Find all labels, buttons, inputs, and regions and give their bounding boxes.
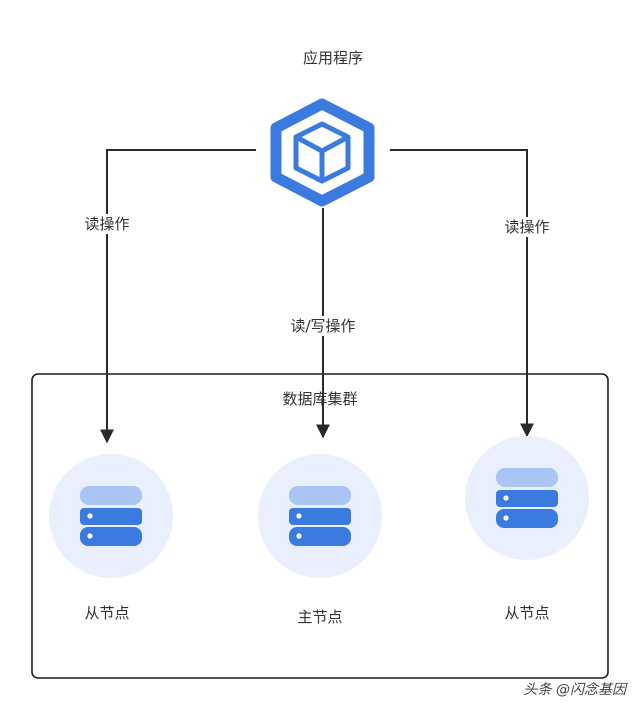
- slave-node-left: [49, 454, 173, 578]
- center-edge-label: 读/写操作: [288, 316, 358, 336]
- left-read-connector: [100, 149, 256, 444]
- database-icon: [289, 486, 351, 546]
- database-icon: [80, 486, 142, 546]
- cluster-title: 数据库集群: [282, 390, 358, 408]
- right-edge-label: 读操作: [502, 217, 552, 237]
- database-icon: [496, 468, 558, 528]
- node-label-right: 从节点: [504, 604, 550, 622]
- left-edge-label: 读操作: [82, 214, 132, 234]
- slave-node-right: [465, 436, 589, 560]
- node-label-center: 主节点: [297, 608, 343, 626]
- right-read-connector: [390, 149, 534, 438]
- app-label: 应用程序: [302, 49, 364, 67]
- database-cluster-box: [31, 373, 609, 679]
- node-label-left: 从节点: [84, 604, 130, 622]
- master-node-center: [258, 454, 382, 578]
- cube-hexagon-icon: [270, 98, 375, 207]
- watermark: 头条 @闪念基因: [523, 682, 626, 698]
